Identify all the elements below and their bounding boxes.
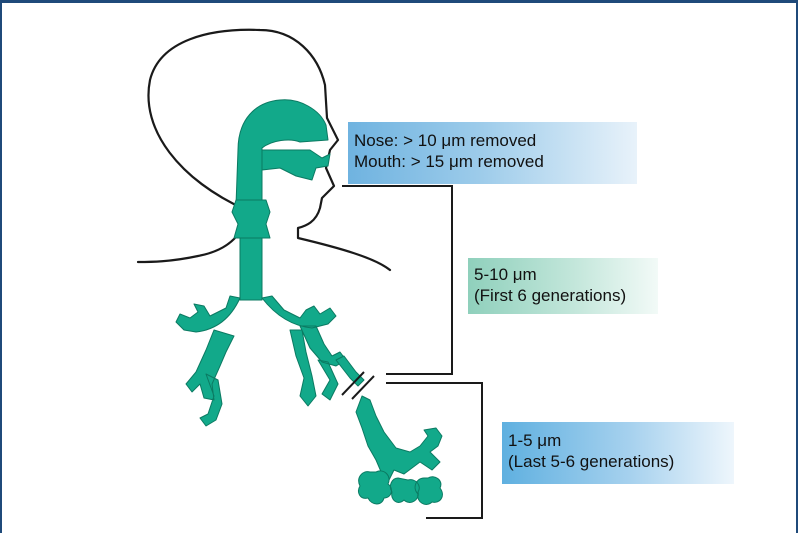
larynx xyxy=(232,200,270,238)
deep-size-range-text: 1-5 μm xyxy=(508,430,734,451)
bracket-middle xyxy=(342,186,452,374)
conducting-airway-deposition-label: 5-10 μm (First 6 generations) xyxy=(468,258,658,314)
right-bronchial-tree xyxy=(262,296,346,406)
left-bronchial-tree xyxy=(176,296,240,426)
alveolar-clusters xyxy=(358,471,442,505)
distal-airway-lower xyxy=(356,396,442,482)
nose-removal-text: Nose: > 10 μm removed xyxy=(354,130,637,151)
oral-cavity xyxy=(262,150,330,180)
upper-airway-deposition-label: Nose: > 10 μm removed Mouth: > 15 μm rem… xyxy=(348,122,637,184)
mouth-removal-text: Mouth: > 15 μm removed xyxy=(354,151,637,172)
distal-airway-upper xyxy=(336,356,364,386)
shoulder-outline xyxy=(138,210,246,262)
deep-generations-text: (Last 5-6 generations) xyxy=(508,451,734,472)
deep-lung-deposition-label: 1-5 μm (Last 5-6 generations) xyxy=(502,422,734,484)
mid-size-range-text: 5-10 μm xyxy=(474,264,658,285)
mid-generations-text: (First 6 generations) xyxy=(474,285,658,306)
trachea xyxy=(240,238,262,300)
